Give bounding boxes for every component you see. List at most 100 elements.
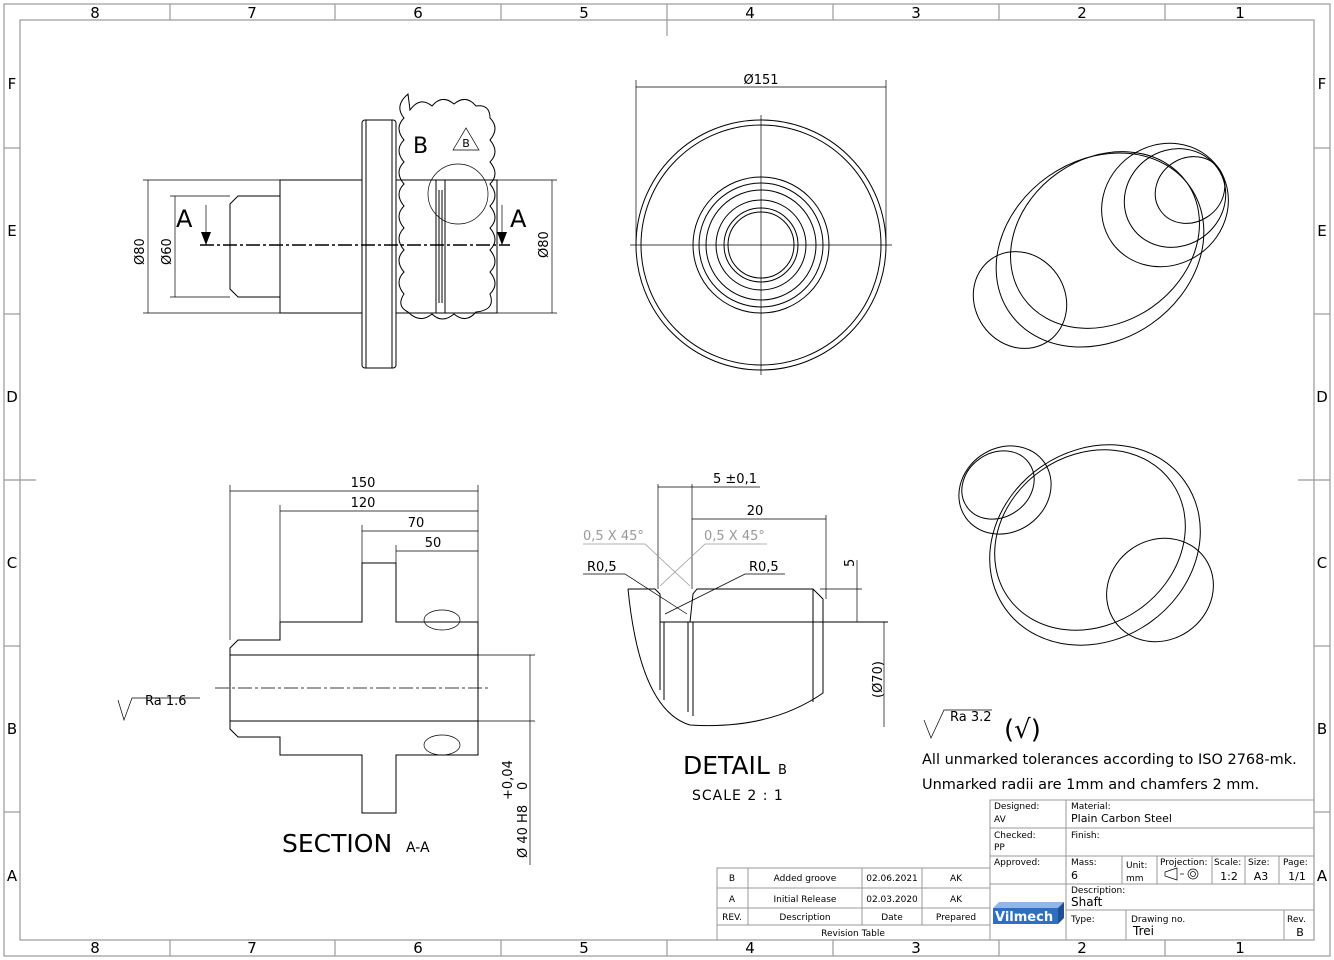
zone-row-b: B [7, 720, 17, 738]
section-sub: A-A [406, 840, 430, 856]
section-title: SECTION [282, 829, 392, 858]
rev-label: Rev. [1287, 915, 1306, 925]
projection-symbol-icon [1164, 867, 1199, 881]
dim-d70: (Ø70) [871, 661, 886, 698]
radius-right: R0,5 [749, 560, 779, 575]
projection-label: Projection: [1160, 858, 1208, 868]
rev-row-1-date: 02.06.2021 [866, 874, 918, 884]
scale-label: Scale: [1214, 858, 1241, 868]
rev-row-2-prepared: AK [950, 895, 963, 905]
material-label: Material: [1071, 802, 1111, 812]
page-label: Page: [1283, 858, 1308, 868]
zone-row-d-right: D [1316, 388, 1328, 406]
zone-col-7: 7 [247, 4, 257, 22]
checked-value: PP [994, 843, 1005, 853]
zone-col-1: 1 [1235, 4, 1245, 22]
description-label: Description: [1071, 886, 1125, 896]
dim-150: 150 [351, 476, 376, 491]
rev-row-1-rev: B [729, 874, 735, 884]
rev-row-1-prepared: AK [950, 874, 963, 884]
zone-col-5-bottom: 5 [579, 939, 589, 957]
zone-col-4-bottom: 4 [745, 939, 755, 957]
revision-flag-b: B [462, 137, 470, 150]
rev-header-prepared: Prepared [936, 913, 976, 923]
rev-value: B [1296, 926, 1304, 939]
chamfer-left: 0,5 X 45° [583, 529, 644, 544]
section-cut-label-right: A [510, 205, 527, 233]
detail-sub: B [778, 763, 787, 778]
side-view: B B A A Ø80 Ø60 Ø80 [133, 93, 557, 369]
zone-col-2: 2 [1077, 4, 1087, 22]
zone-col-3-bottom: 3 [911, 939, 921, 957]
roughness-ra-3-2: Ra 3.2 [950, 710, 992, 725]
detail-title: DETAIL [683, 751, 770, 780]
general-notes: Ra 3.2 (√) All unmarked tolerances accor… [922, 709, 1297, 793]
drawing-no-value: Trei [1132, 924, 1154, 938]
chamfer-right: 0,5 X 45° [704, 529, 765, 544]
material-value: Plain Carbon Steel [1071, 812, 1172, 825]
designed-label: Designed: [994, 802, 1039, 812]
zone-row-e: E [7, 222, 16, 240]
bore-tol-lower: 0 [516, 782, 531, 790]
section-a-a: 150 120 70 50 Ra 1.6 Ø 40 H8 +0,04 0 SEC… [117, 476, 535, 865]
roughness-ra-1-6: Ra 1.6 [145, 694, 187, 709]
bore-dim: Ø 40 H8 [516, 805, 531, 858]
bore-tol-upper: +0,04 [501, 760, 516, 800]
mass-label: Mass: [1071, 858, 1097, 868]
revision-table: B Added groove 02.06.2021 AK A Initial R… [716, 867, 991, 941]
sheet-frame: 8 7 6 5 4 3 2 1 8 7 6 5 4 3 2 1 F E D C … [3, 3, 1331, 957]
description-value: Shaft [1071, 895, 1103, 909]
roughness-symbol: (√) [1004, 715, 1041, 745]
zone-col-6-bottom: 6 [413, 939, 423, 957]
zone-row-c-right: C [1317, 554, 1327, 572]
logo-text: Vilmech [995, 910, 1053, 925]
zone-col-6: 6 [413, 4, 423, 22]
zone-col-8-bottom: 8 [90, 939, 100, 957]
zone-col-7-bottom: 7 [247, 939, 257, 957]
page-value: 1/1 [1288, 870, 1306, 883]
type-label: Type: [1070, 915, 1095, 925]
zone-col-4: 4 [745, 4, 755, 22]
unit-label: Unit: [1126, 861, 1147, 871]
size-value: A3 [1254, 870, 1269, 883]
rev-table-title: Revision Table [821, 929, 885, 939]
zone-col-2-bottom: 2 [1077, 939, 1087, 957]
rev-row-2-date: 02.03.2020 [866, 895, 918, 905]
title-block: Designed: AV Checked: PP Approved: Mater… [989, 799, 1315, 941]
zone-col-3: 3 [911, 4, 921, 22]
zone-row-b-right: B [1317, 720, 1327, 738]
dim-20: 20 [747, 504, 764, 519]
scale-value: 1:2 [1220, 870, 1238, 883]
drawing-no-label: Drawing no. [1131, 915, 1185, 925]
zone-row-f-right: F [1318, 75, 1327, 93]
zone-row-a: A [7, 867, 18, 885]
unit-value: mm [1126, 874, 1144, 884]
rev-header-date: Date [881, 913, 903, 923]
detail-b: 5 ±0,1 20 0,5 X 45° 0,5 X 45° R0,5 R0,5 … [583, 472, 888, 804]
detail-scale: SCALE 2 : 1 [692, 788, 784, 804]
front-view: Ø151 [630, 73, 892, 375]
rev-row-1-description: Added groove [774, 874, 837, 884]
dim-d60: Ø60 [160, 238, 175, 265]
dim-d80-left: Ø80 [133, 238, 148, 265]
zone-row-f: F [8, 75, 17, 93]
revision-cloud [398, 93, 496, 320]
zone-row-d: D [6, 388, 18, 406]
detail-b-label: B [413, 134, 428, 159]
finish-label: Finish: [1071, 831, 1100, 841]
dim-d80-right: Ø80 [537, 231, 552, 258]
zone-row-e-right: E [1317, 222, 1326, 240]
note-radii: Unmarked radii are 1mm and chamfers 2 mm… [922, 777, 1259, 793]
dim-120: 120 [351, 496, 376, 511]
dim-50: 50 [425, 536, 442, 551]
dim-d151: Ø151 [743, 73, 778, 88]
rev-row-2-description: Initial Release [774, 895, 837, 905]
checked-label: Checked: [994, 831, 1036, 841]
isometric-view-bottom [958, 444, 1214, 646]
isometric-view-top [972, 142, 1229, 349]
zone-row-c: C [7, 554, 17, 572]
rev-header-rev: REV. [722, 913, 742, 923]
company-logo: Vilmech [993, 902, 1064, 925]
dim-5-tol: 5 ±0,1 [713, 472, 757, 487]
